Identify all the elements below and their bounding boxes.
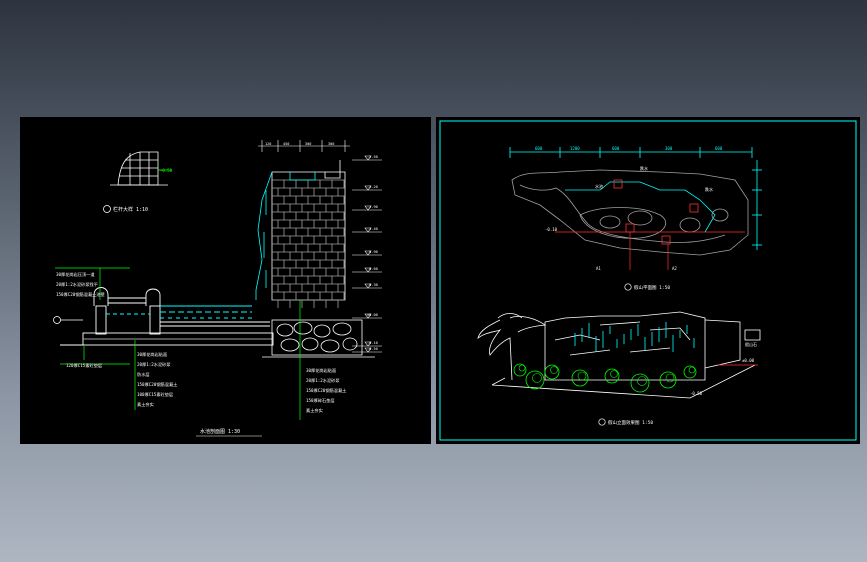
stone-foundation bbox=[262, 319, 375, 358]
elevation-label: -0.10 bbox=[367, 341, 378, 345]
right-note-4: 150厚碎石垫层 bbox=[306, 397, 335, 404]
right-notes: 30厚花岗岩贴面 20厚1:2水泥砂浆 150厚C20钢筋混凝土 150厚碎石垫… bbox=[306, 367, 346, 414]
elevation-marker: -1.90 bbox=[352, 205, 382, 211]
elev-title: 假山立面效果图 1:50 bbox=[608, 419, 653, 426]
shrub-detail bbox=[610, 370, 618, 378]
elevation-markers: -2.50 -2.20 -1.90 -1.40 -0.90 -0.60 -0.30 ±0.00… bbox=[352, 155, 382, 353]
right-note-3: 150厚C20钢筋混凝土 bbox=[306, 387, 346, 394]
shrub bbox=[659, 371, 677, 389]
elevation-marker: -0.30 bbox=[352, 283, 382, 289]
rockery-elevation bbox=[491, 311, 761, 399]
left-note-1: 30厚花岗岩压顶一道 bbox=[56, 271, 95, 278]
plan-labels: 600 1200 600 300 600 跌水 跌水 水池 -0.10 A1 A… bbox=[535, 146, 723, 271]
plan-dim-2: 1200 bbox=[570, 146, 580, 151]
shrub bbox=[513, 363, 527, 377]
elevation-label: -0.90 bbox=[367, 250, 378, 254]
elevation-label: -0.50 bbox=[367, 347, 378, 351]
plan-note-2: 跌水 bbox=[705, 186, 713, 192]
plan-index-circle bbox=[624, 283, 632, 291]
pool-section bbox=[60, 287, 274, 346]
right-panel-frame bbox=[439, 120, 857, 441]
elevation-marker: -0.50 bbox=[352, 347, 382, 353]
elevation-marker: -1.40 bbox=[352, 227, 382, 233]
plan-dim-5: 600 bbox=[715, 146, 723, 151]
detail-note: -0.50 bbox=[160, 168, 173, 173]
shrub bbox=[630, 373, 650, 393]
plan-marker-2: A2 bbox=[672, 266, 677, 271]
elevation-label: -2.20 bbox=[367, 185, 378, 189]
shrubs bbox=[513, 363, 697, 393]
right-note-5: 素土夯实 bbox=[306, 407, 323, 414]
elevation-marker: -0.10 bbox=[352, 341, 382, 347]
left-notes: 30厚花岗岩压顶一道 20厚1:2水泥砂浆找平 150厚C20钢筋混凝土池壁 1… bbox=[56, 271, 105, 369]
shrub bbox=[525, 370, 545, 390]
left-note-2: 20厚1:2水泥砂浆找平 bbox=[56, 281, 98, 288]
right-note-1: 30厚花岗岩贴面 bbox=[306, 367, 336, 374]
mid-note-3: 防水层 bbox=[137, 371, 150, 378]
railing-detail bbox=[110, 151, 172, 186]
elev-index-circle bbox=[598, 418, 606, 426]
elevation-label: ±0.00 bbox=[367, 313, 378, 317]
elevation-marker: ±0.00 bbox=[352, 313, 382, 319]
shrub-detail bbox=[577, 371, 587, 381]
shrub-detail bbox=[518, 364, 526, 372]
left-note-bottom: 120厚C15素砼垫层 bbox=[66, 362, 102, 369]
right-note-2: 20厚1:2水泥砂浆 bbox=[306, 377, 340, 384]
tree-illustration bbox=[477, 313, 547, 381]
shrub-detail bbox=[550, 366, 558, 374]
elevation-label: -0.30 bbox=[367, 283, 378, 287]
dim-top-1: 120 bbox=[265, 142, 271, 146]
elevation-marker: -2.50 bbox=[352, 155, 382, 161]
mid-notes: 30厚花岗岩贴面 20厚1:2水泥砂浆 防水层 150厚C20钢筋混凝土 100… bbox=[137, 351, 177, 408]
plan-dim-4: 300 bbox=[665, 146, 673, 151]
detail-title: 栏杆大样 1:10 bbox=[113, 206, 148, 213]
elevation-label: -1.40 bbox=[367, 227, 378, 231]
dim-top-2: 450 bbox=[283, 142, 289, 146]
mid-note-5: 100厚C15素砼垫层 bbox=[137, 391, 173, 398]
shrub bbox=[604, 368, 620, 384]
elevation-marker: -0.60 bbox=[352, 267, 382, 273]
mid-note-1: 30厚花岗岩贴面 bbox=[137, 351, 167, 358]
mid-note-4: 150厚C20钢筋混凝土 bbox=[137, 381, 177, 388]
detail-index-circle bbox=[103, 205, 111, 213]
left-note-3: 150厚C20钢筋混凝土池壁 bbox=[56, 291, 105, 298]
plan-note-1: 跌水 bbox=[640, 165, 648, 171]
top-dimensions bbox=[258, 140, 350, 152]
plan-note-3: 水池 bbox=[595, 183, 603, 189]
shrub bbox=[683, 365, 697, 379]
elevation-marker: -2.20 bbox=[352, 185, 382, 191]
elev-side-note: 假山石 bbox=[745, 341, 757, 347]
elevation-label: -0.60 bbox=[367, 267, 378, 271]
elevation-label: -1.90 bbox=[367, 205, 378, 209]
plan-dim-3: 600 bbox=[612, 146, 620, 151]
elev-note-2: -0.50 bbox=[690, 391, 703, 396]
shrub bbox=[571, 369, 589, 387]
shrub-detail bbox=[665, 373, 675, 383]
elevation-label: -2.50 bbox=[367, 155, 378, 159]
shrub-detail bbox=[637, 376, 647, 386]
plan-marker-1: A1 bbox=[596, 266, 601, 271]
shrub bbox=[544, 364, 560, 380]
elev-note-1: ±0.00 bbox=[742, 358, 755, 363]
elevation-marker: -0.90 bbox=[352, 250, 382, 256]
callout-leaders bbox=[55, 267, 301, 420]
dim-top-4: 300 bbox=[328, 142, 334, 146]
shrub-detail bbox=[688, 366, 696, 374]
dim-top-3: 300 bbox=[305, 142, 311, 146]
left-drawing-panel bbox=[20, 117, 431, 444]
shrub-detail bbox=[532, 373, 542, 383]
brick-wall bbox=[255, 160, 346, 308]
elevation-labels: ±0.00 -0.50 假山石 bbox=[690, 341, 757, 396]
section-index-circle bbox=[53, 316, 61, 324]
mid-note-6: 素土夯实 bbox=[137, 401, 154, 408]
plan-dim-1: 600 bbox=[535, 146, 543, 151]
rockery-plan bbox=[509, 147, 762, 270]
plan-title: 假山平面图 1:50 bbox=[634, 284, 670, 291]
plan-level: -0.10 bbox=[545, 227, 558, 232]
mid-note-2: 20厚1:2水泥砂浆 bbox=[137, 361, 171, 368]
left-panel-title: 水池剖面图 1:30 bbox=[200, 428, 240, 435]
